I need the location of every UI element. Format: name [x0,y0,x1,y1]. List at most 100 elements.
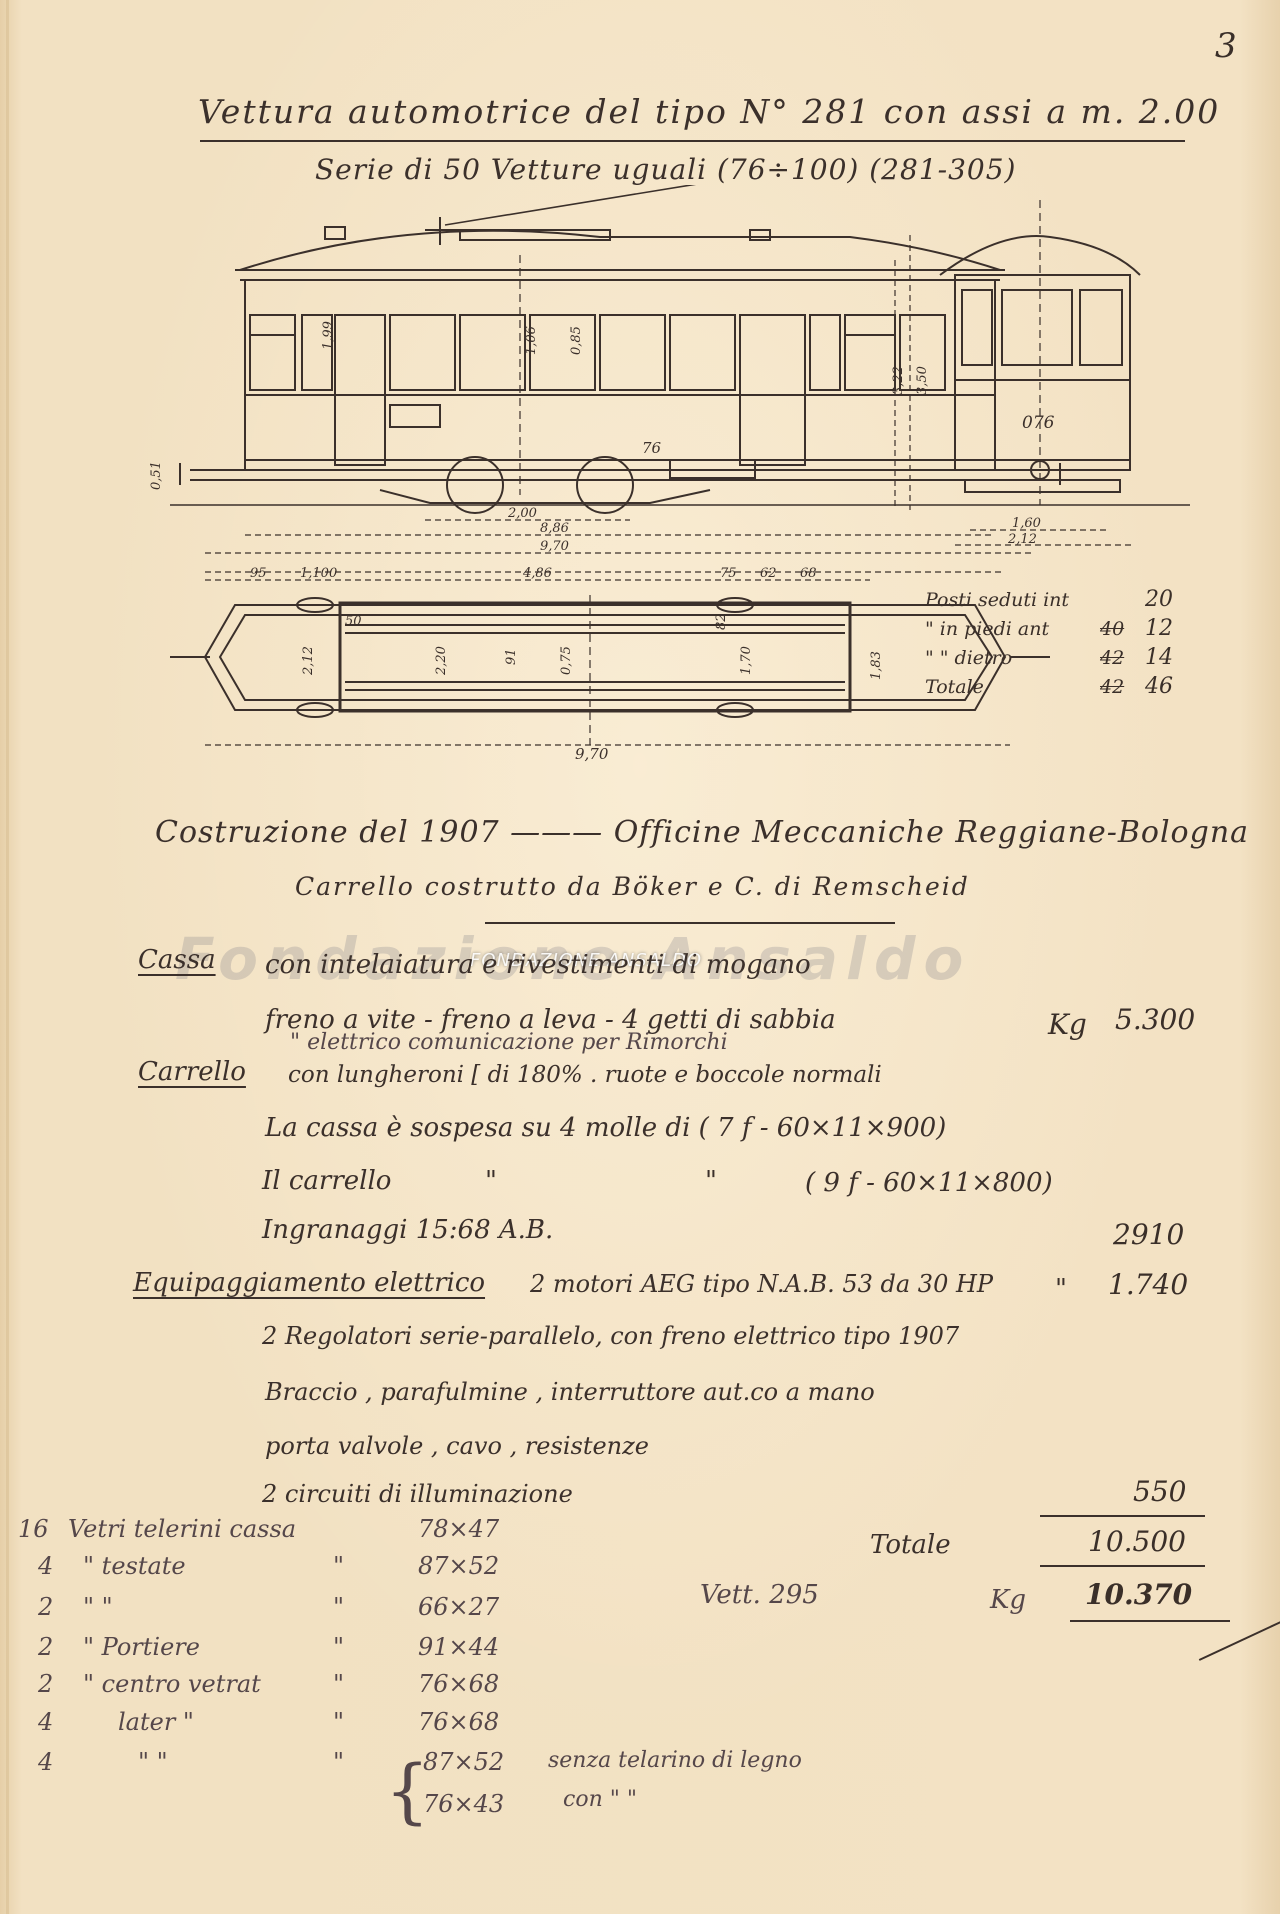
bogie-underline [485,922,895,924]
car-number-label: 76 [642,439,662,457]
dim-label: 0,75 [559,646,574,675]
dim-label: 82 [714,613,729,630]
dim-label: 1,100 [300,566,337,581]
carrello-molle-label: Il carrello [262,1166,392,1196]
glass-desc: " centro vetrat [83,1670,261,1698]
capacity-row: Totale 42 46 [925,672,1205,701]
capacity-value: 46 [1145,674,1173,699]
braccio-text: Braccio , parafulmine , interruttore aut… [265,1378,875,1406]
regolatori-text: 2 Regolatori serie-parallelo, con freno … [262,1322,960,1350]
capacity-old-value: 42 [1100,675,1125,698]
dim-label: 2,00 [507,506,537,521]
glass-qty: 2 [38,1633,54,1661]
glass-desc: Vetri telerini cassa [68,1515,297,1543]
document-title: Vettura automotrice del tipo N° 281 con … [198,92,1221,131]
totale-label: Totale [870,1530,951,1560]
page-number: 3 [1215,26,1237,66]
glass-size: 87×52 [418,1552,500,1580]
vettura-note: Vett. 295 [700,1580,819,1610]
cassa-molle: La cassa è sospesa su 4 molle di ( 7 f -… [265,1113,947,1143]
capacity-label: " " dietro [925,646,1013,669]
dim-label: 75 [720,566,737,581]
carrello-label: Carrello [138,1057,246,1087]
dim-label: 0,85 [569,326,584,355]
margin-line [6,0,9,1914]
dim-label: 0,51 [150,461,164,490]
glass-size: 66×27 [418,1593,500,1621]
glass-ditto: " [333,1633,345,1661]
dim-label: 1,70 [739,646,754,675]
capacity-row: Posti seduti int 20 [925,585,1205,614]
ditto-mark: " [705,1166,717,1196]
glass-desc: " " [138,1748,168,1776]
glass-ditto: " [333,1708,345,1736]
dim-label: 95 [250,566,267,581]
glass-desc: " testate [83,1552,186,1580]
elettrico-note: " elettrico comunicazione per Rimorchi [290,1030,728,1055]
dim-label: 1,99 [321,321,336,350]
glass-size: 91×44 [418,1633,500,1661]
capacity-old-value: 42 [1100,646,1125,669]
dim-label: 1,83 [869,651,884,680]
glass-ditto: " [333,1748,345,1776]
sum-rule [1040,1515,1205,1517]
brace-mark: { [385,1750,430,1832]
capacity-value: 14 [1145,645,1173,670]
vettura-kg-value: 10.370 [1085,1578,1193,1611]
glass-desc: " Portiere [83,1633,200,1661]
ingranaggi-text: Ingranaggi 15:68 A.B. [262,1215,554,1245]
porta-text: porta valvole , cavo , resistenze [265,1432,649,1460]
dim-label: 8,86 [540,521,569,536]
dim-label: 2,12 [1007,532,1037,547]
watermark: Fondazione Ansaldo [175,925,972,993]
title-underline [200,140,1185,142]
circuiti-text: 2 circuiti di illuminazione [262,1480,573,1508]
dim-label: 2,20 [434,646,449,676]
glass-qty: 4 [38,1748,54,1776]
dim-label: 68 [800,566,817,581]
dim-label: 2,12 [301,646,316,676]
capacity-label: Posti seduti int [925,588,1070,611]
glass-ditto: " [333,1670,345,1698]
dim-label: 9,70 [540,539,569,554]
dim-label: 3,50 [915,366,930,395]
watermark-small: FONDAZIONE ANSALDO [470,950,703,971]
glass-ditto: " [333,1552,345,1580]
glass-qty: 4 [38,1708,54,1736]
dim-label: 1,06 [524,326,539,355]
glass-size: 76×68 [418,1670,500,1698]
glass-note: con " " [563,1787,637,1812]
dim-label: 4,86 [522,566,552,581]
freni-text: freno a vite - freno a leva - 4 getti di… [265,1005,836,1035]
carrello-molle-spec: ( 9 f - 60×11×800) [805,1168,1053,1198]
dim-label: 3,22 [891,366,906,395]
freni-kg-label: Kg [1048,1008,1087,1041]
capacity-label: Totale [925,675,984,698]
glass-note: senza telarino di legno [548,1748,802,1773]
ditto-mark: " [1055,1274,1067,1304]
glass-desc: " " [83,1593,113,1621]
circuiti-kg: 550 [1133,1475,1187,1508]
glass-size: 87×52 [423,1748,505,1776]
vettura-underline [1070,1620,1230,1622]
ditto-mark: " [485,1166,497,1196]
equipaggiamento-text: 2 motori AEG tipo N.A.B. 53 da 30 HP [530,1270,994,1298]
ingranaggi-kg: 2910 [1113,1218,1185,1251]
glass-qty: 4 [38,1552,54,1580]
dim-label: 1,60 [1012,516,1041,531]
equipaggiamento-label: Equipaggiamento elettrico [133,1268,486,1298]
glass-ditto: " [333,1593,345,1621]
dim-label: 91 [504,648,519,665]
glass-size: 76×68 [418,1708,500,1736]
equipaggiamento-kg: 1.740 [1108,1268,1189,1301]
dim-label: 9,70 [575,745,609,763]
glass-size: 78×47 [418,1515,500,1543]
construction-line: Costruzione del 1907 ——— Officine Meccan… [155,815,1250,850]
end-number-label: 076 [1022,413,1055,433]
capacity-row: " in piedi ant 40 12 [925,614,1205,643]
capacity-table: Posti seduti int 20 " in piedi ant 40 12… [925,585,1205,701]
capacity-value: 20 [1145,587,1173,612]
tram-technical-drawing: 1,99 1,06 0,85 2,00 8,86 9,70 3,22 3,50 … [150,185,1190,763]
freni-kg-value: 5.300 [1115,1003,1196,1036]
